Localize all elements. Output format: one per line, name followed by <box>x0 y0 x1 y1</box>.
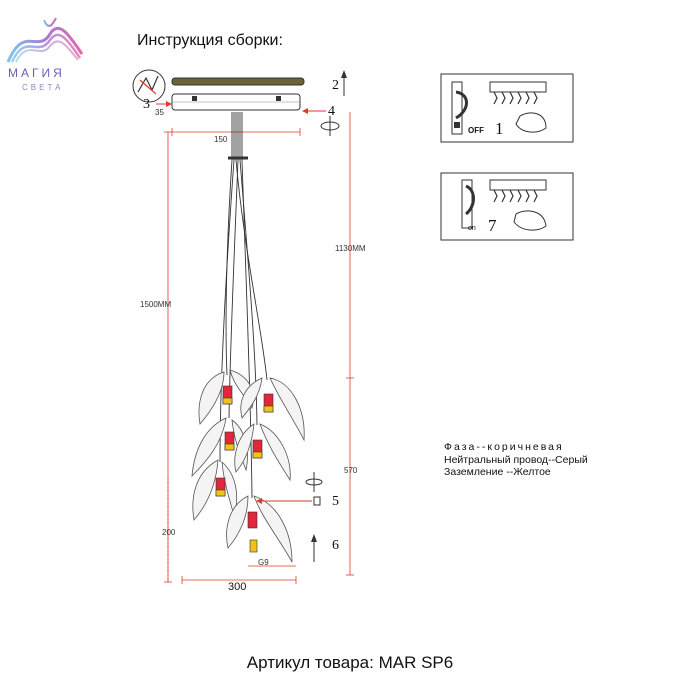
hand-icon <box>515 112 547 133</box>
step-4-label: 4 <box>328 104 335 119</box>
g9-bulbs <box>215 385 274 553</box>
wire-ground: Заземление --Желтое <box>444 466 551 478</box>
logo-mark-icon <box>6 17 84 63</box>
step-1-label: 1 <box>495 119 504 138</box>
step-3-label: 3 <box>143 97 150 112</box>
brand-name: МАГИЯ <box>8 66 65 80</box>
step-6-label: 6 <box>332 538 339 553</box>
step-5-label: 5 <box>332 494 339 509</box>
screw-icon <box>313 496 321 506</box>
brand-tagline: СВЕТА <box>22 83 64 92</box>
dim-bottom-offset: 200 <box>162 528 176 537</box>
hand-icon-2 <box>513 210 547 231</box>
dim-canopy-width: 150 <box>214 135 228 144</box>
bulb-type-label: G9 <box>258 558 269 567</box>
dim-canopy-height: 35 <box>155 108 164 117</box>
dim-total-height: 1500MM <box>140 300 172 309</box>
page-title: Инструкция сборки: <box>137 32 283 49</box>
dimension-lines <box>164 112 354 584</box>
step-7-label: 7 <box>488 216 497 235</box>
dim-width: 300 <box>228 581 247 593</box>
glass-leaves <box>191 369 305 563</box>
step-2-label: 2 <box>332 78 339 93</box>
switch-on-label: on <box>468 225 476 232</box>
wire-neutral: Нейтральный провод--Серый <box>444 453 588 466</box>
switch-off-label: OFF <box>468 126 484 135</box>
ceiling-mount-bar <box>171 77 305 86</box>
product-code: Артикул товара: MAR SP6 <box>246 653 454 672</box>
dim-lower-section: 570 <box>344 466 358 475</box>
wiring-legend: Фаза--коричневая Нейтральный провод--Сер… <box>444 441 588 479</box>
dim-cable-length: 1130MM <box>335 244 366 253</box>
wire-phase: Фаза--коричневая <box>444 441 564 453</box>
